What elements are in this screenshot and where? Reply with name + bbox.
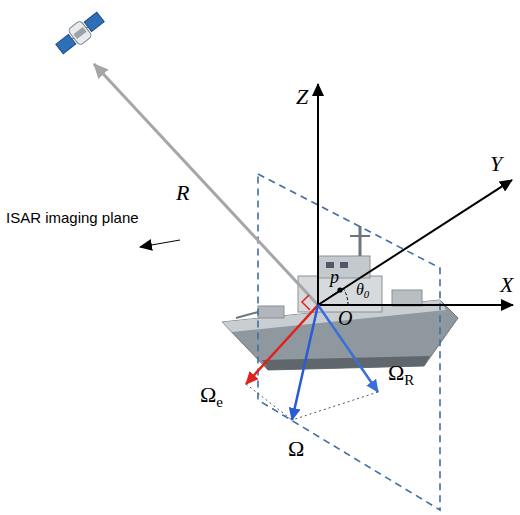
x-axis — [318, 304, 513, 306]
axis-label: Y — [490, 153, 502, 175]
vector-label: Ωe — [200, 384, 223, 406]
axis-label: X — [500, 274, 513, 296]
line-of-sight-arrow — [94, 64, 318, 305]
omega-vector — [292, 305, 318, 420]
right-angle-mark — [302, 295, 310, 310]
parallelogram-guide — [292, 392, 378, 420]
vector-label: Ω — [288, 438, 304, 460]
satellite-icon — [53, 9, 106, 57]
label-pointer — [140, 240, 180, 247]
plane-label: ISAR imaging plane — [6, 210, 139, 225]
omega-e-vector — [246, 305, 318, 384]
angle-arc — [343, 288, 348, 305]
vector-label: ΩR — [388, 362, 414, 384]
range-symbol: R — [176, 182, 189, 204]
origin-label: O — [338, 308, 352, 328]
y-axis — [318, 180, 512, 305]
point-label: p — [330, 268, 339, 286]
parallelogram-guide — [246, 384, 292, 420]
omega-r-vector — [318, 305, 378, 392]
z-axis — [317, 84, 319, 305]
axis-label: Z — [296, 86, 308, 108]
scatterer-point — [337, 287, 342, 292]
angle-label: θ0 — [356, 282, 369, 298]
position-vector — [318, 290, 340, 305]
